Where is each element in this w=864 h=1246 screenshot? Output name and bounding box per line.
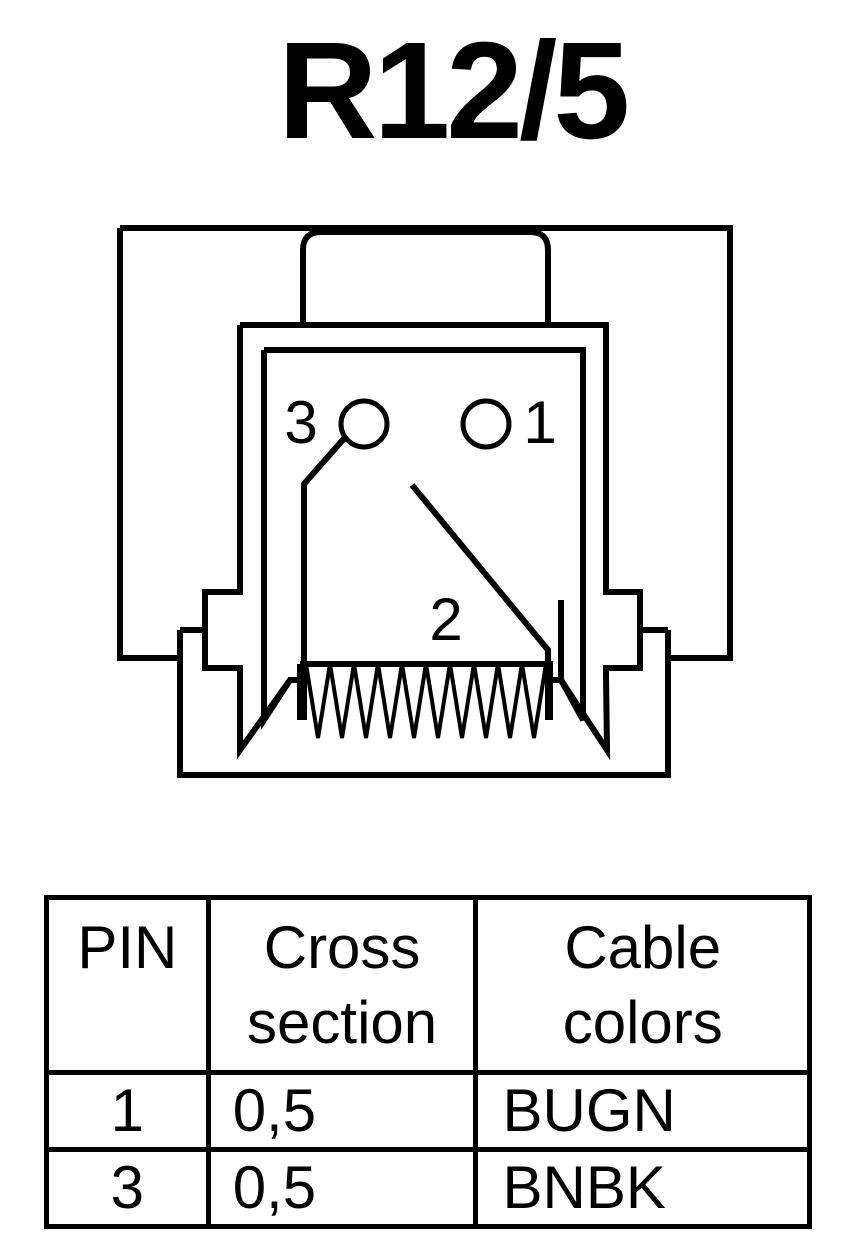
pin-header-text: PIN bbox=[77, 914, 178, 981]
cable-colors-header: Cable colors bbox=[473, 895, 812, 1075]
pin-3-label: 3 bbox=[284, 389, 317, 456]
cross-section-header-line1: Cross bbox=[263, 914, 421, 981]
cross-section-header-line2: section bbox=[247, 989, 438, 1056]
inner-housing-left-foot bbox=[261, 660, 300, 731]
table-row: 3 0,5 BNBK bbox=[44, 1147, 812, 1229]
pin-3-wire bbox=[301, 432, 351, 720]
cross-section-header: Cross section bbox=[205, 895, 479, 1075]
pin-2-label: 2 bbox=[429, 586, 462, 653]
cable-color-cell: BNBK bbox=[473, 1147, 812, 1229]
cross-section-cell: 0,5 bbox=[205, 1147, 479, 1229]
outer-housing-left bbox=[202, 325, 293, 760]
inner-housing bbox=[261, 347, 586, 660]
pin-1-label: 1 bbox=[523, 389, 556, 456]
page-title: R12/5 bbox=[277, 14, 630, 168]
pin-3-contact bbox=[338, 398, 390, 450]
table-header-row: PIN Cross section Cable colors bbox=[44, 895, 812, 1075]
table-row: 1 0,5 BUGN bbox=[44, 1070, 812, 1152]
wire-strip bbox=[297, 661, 553, 720]
pin-1-contact bbox=[460, 398, 512, 450]
inner-housing-right-foot bbox=[550, 660, 586, 722]
cross-section-cell: 0,5 bbox=[205, 1070, 479, 1152]
cable-colors-header-line1: Cable bbox=[564, 914, 722, 981]
cable-colors-header-line2: colors bbox=[562, 989, 723, 1056]
spring-zigzag bbox=[304, 663, 548, 739]
outer-frame bbox=[117, 225, 733, 661]
connector-diagram: 3 1 2 bbox=[117, 225, 733, 778]
top-tab bbox=[300, 229, 551, 325]
pin-header: PIN bbox=[44, 895, 211, 1075]
pin-cell: 3 bbox=[44, 1147, 211, 1229]
base bbox=[177, 627, 671, 778]
pin-cell: 1 bbox=[44, 1070, 211, 1152]
pin-assignment-table: PIN Cross section Cable colors 1 0,5 BUG… bbox=[44, 895, 812, 1229]
cable-color-cell: BUGN bbox=[473, 1070, 812, 1152]
